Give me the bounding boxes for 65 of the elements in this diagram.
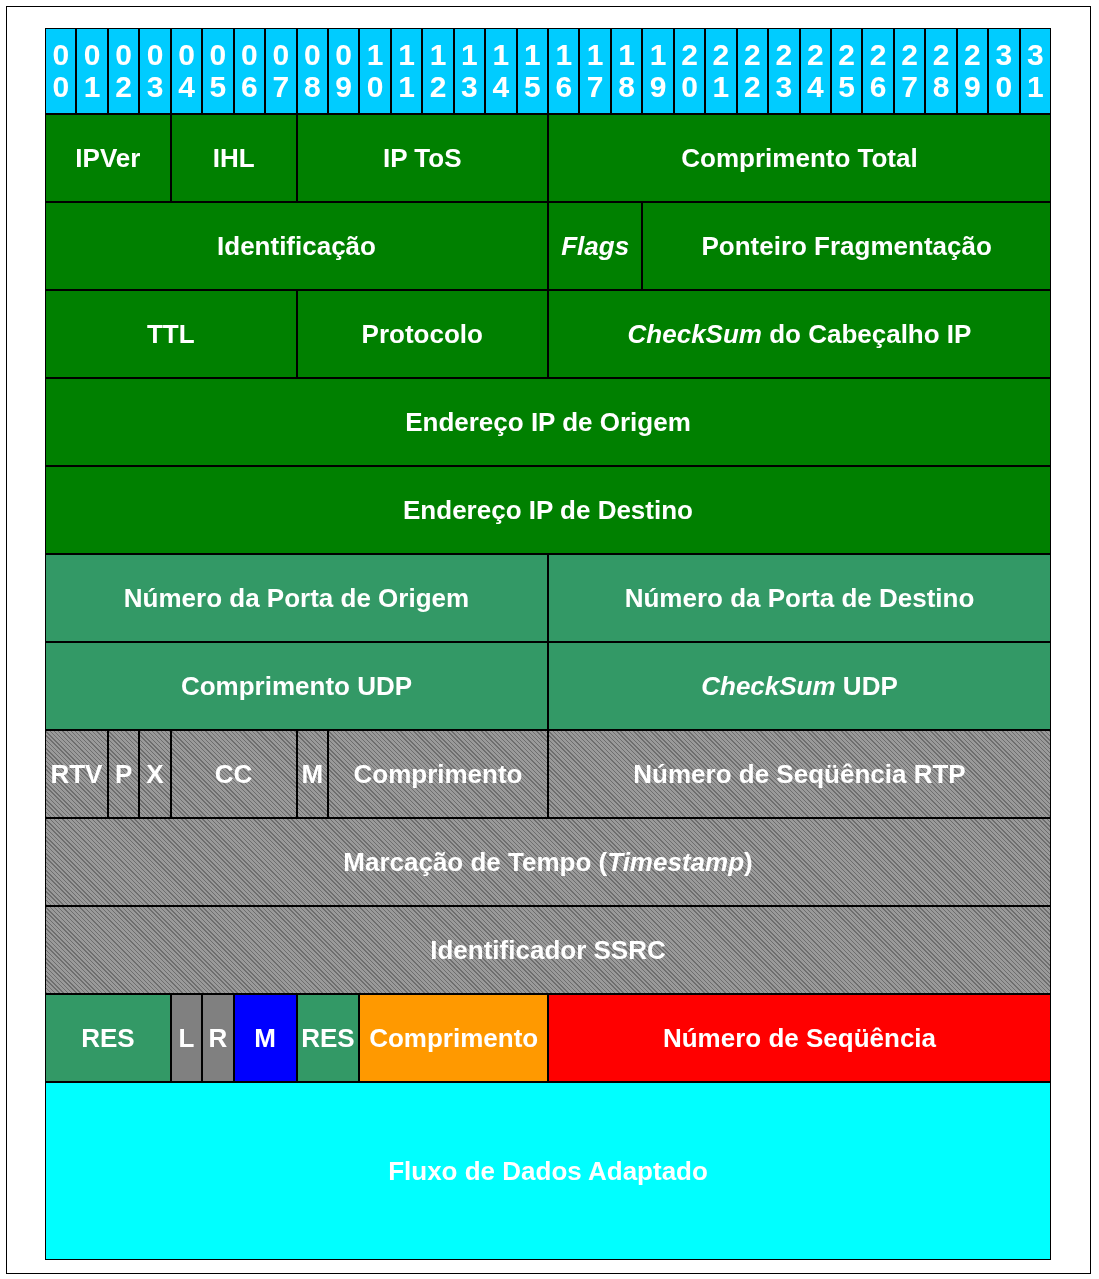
bit-number: 08 [296, 28, 328, 114]
bit-number: 25 [830, 28, 863, 114]
field-label: P [107, 730, 140, 818]
bit-number: 09 [327, 28, 360, 114]
field-label: CC [170, 730, 297, 818]
field-label: Número de Seqüência RTP [548, 730, 1051, 818]
bit-number: 19 [642, 28, 674, 114]
field-label: Identificação [45, 202, 548, 290]
bit-number: 27 [893, 28, 926, 114]
field-label: Fluxo de Dados Adaptado [45, 1082, 1051, 1260]
field-label: Comprimento Total [548, 114, 1051, 202]
bit-number: 28 [925, 28, 957, 114]
field-label: Ponteiro Fragmentação [642, 202, 1051, 290]
field-label: TTL [45, 290, 297, 378]
bit-number: 10 [359, 28, 391, 114]
field-label: IHL [170, 114, 297, 202]
bit-number: 22 [736, 28, 769, 114]
bit-number: 30 [988, 28, 1020, 114]
bit-number: 12 [422, 28, 454, 114]
bit-number: 17 [579, 28, 611, 114]
field-label: Endereço IP de Origem [45, 378, 1051, 466]
field-label: CheckSum UDP [548, 642, 1051, 730]
field-label: Marcação de Tempo (Timestamp) [45, 818, 1051, 906]
field-label: Comprimento UDP [45, 642, 548, 730]
field-label: RES [296, 994, 360, 1082]
field-label: Identificador SSRC [45, 906, 1051, 994]
bit-number: 24 [799, 28, 831, 114]
field-label: Número da Porta de Destino [548, 554, 1051, 642]
field-label: Número de Seqüência [548, 994, 1051, 1082]
bit-number: 03 [139, 28, 171, 114]
field-label: Comprimento [327, 730, 548, 818]
bit-number: 00 [45, 28, 77, 114]
bit-number: 13 [453, 28, 486, 114]
bit-number: 14 [485, 28, 517, 114]
bit-number: 31 [1019, 28, 1051, 114]
field-label: RTV [45, 730, 108, 818]
bit-number: 07 [265, 28, 297, 114]
bit-number: 21 [705, 28, 737, 114]
field-label: RES [45, 994, 171, 1082]
field-label: IP ToS [296, 114, 548, 202]
bit-number: 01 [76, 28, 108, 114]
bit-number: 16 [548, 28, 580, 114]
bit-number: 29 [956, 28, 989, 114]
field-label: R [202, 994, 234, 1082]
field-label: X [139, 730, 171, 818]
field-label: M [296, 730, 328, 818]
bit-number: 04 [170, 28, 203, 114]
bit-number: 20 [673, 28, 706, 114]
field-label: Protocolo [296, 290, 548, 378]
bit-number: 15 [516, 28, 548, 114]
field-label: M [233, 994, 297, 1082]
bit-number: 18 [610, 28, 643, 114]
field-label: Endereço IP de Destino [45, 466, 1051, 554]
field-label: L [170, 994, 203, 1082]
field-label: Comprimento [359, 994, 548, 1082]
bit-number: 23 [768, 28, 800, 114]
field-label: Número da Porta de Origem [45, 554, 548, 642]
field-label: IPVer [45, 114, 171, 202]
bit-number: 02 [107, 28, 140, 114]
field-label: CheckSum do Cabeçalho IP [548, 290, 1051, 378]
bit-number: 06 [233, 28, 266, 114]
bit-number: 26 [862, 28, 894, 114]
bit-number: 05 [202, 28, 234, 114]
bit-number: 11 [390, 28, 423, 114]
field-label: Flags [548, 202, 643, 290]
